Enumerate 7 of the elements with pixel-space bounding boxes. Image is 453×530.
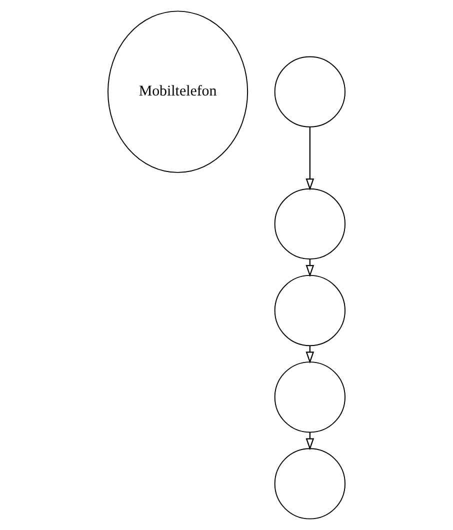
- node-circle: [274, 274, 346, 346]
- node-ellipse: Mobiltelefon: [108, 10, 248, 173]
- node-circle: [274, 448, 346, 520]
- arrow: [306, 127, 314, 190]
- node-circle: [274, 188, 346, 260]
- node-circle: [274, 362, 346, 433]
- node-circle: [274, 56, 346, 128]
